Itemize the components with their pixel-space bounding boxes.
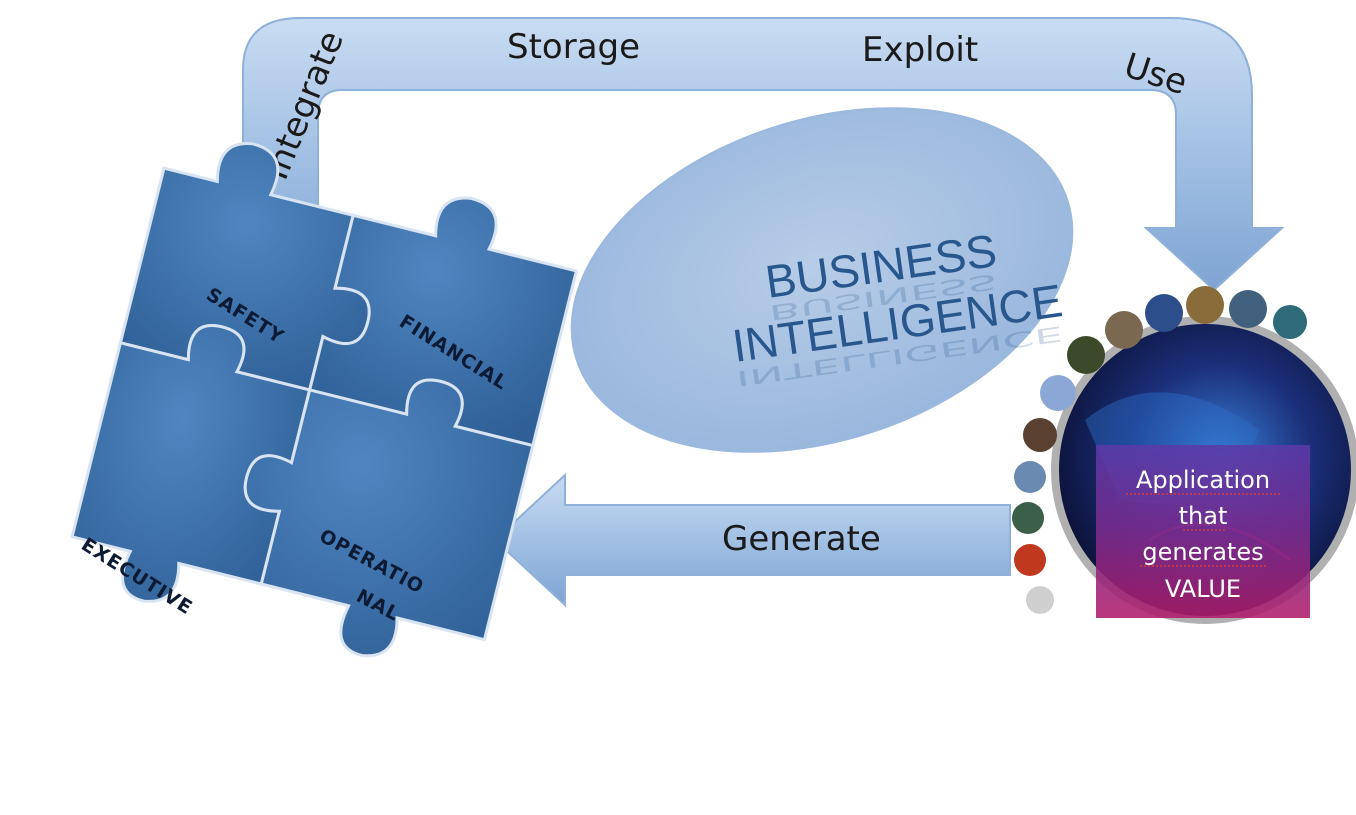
puzzle-piece-operational [243,378,535,658]
generate-arrow [493,472,1011,608]
generate-label: Generate [722,519,881,559]
app-text-line3: generates [1142,538,1263,566]
app-text-line2: that [1179,502,1228,530]
puzzle [70,142,579,658]
exploit-label: Exploit [862,30,978,70]
app-text-line4: VALUE [1165,575,1241,603]
application-globe: Application that generates VALUE [1051,316,1356,624]
photo-thumbnail-ring [1012,286,1307,614]
storage-label: Storage [507,27,640,67]
business-intelligence-ellipse: BUSINESS BUSINESS INTELLIGENCE INTELLIGE… [570,107,1074,453]
cycle-loop-arrow [242,17,1285,292]
app-text-line1: Application [1136,466,1270,494]
